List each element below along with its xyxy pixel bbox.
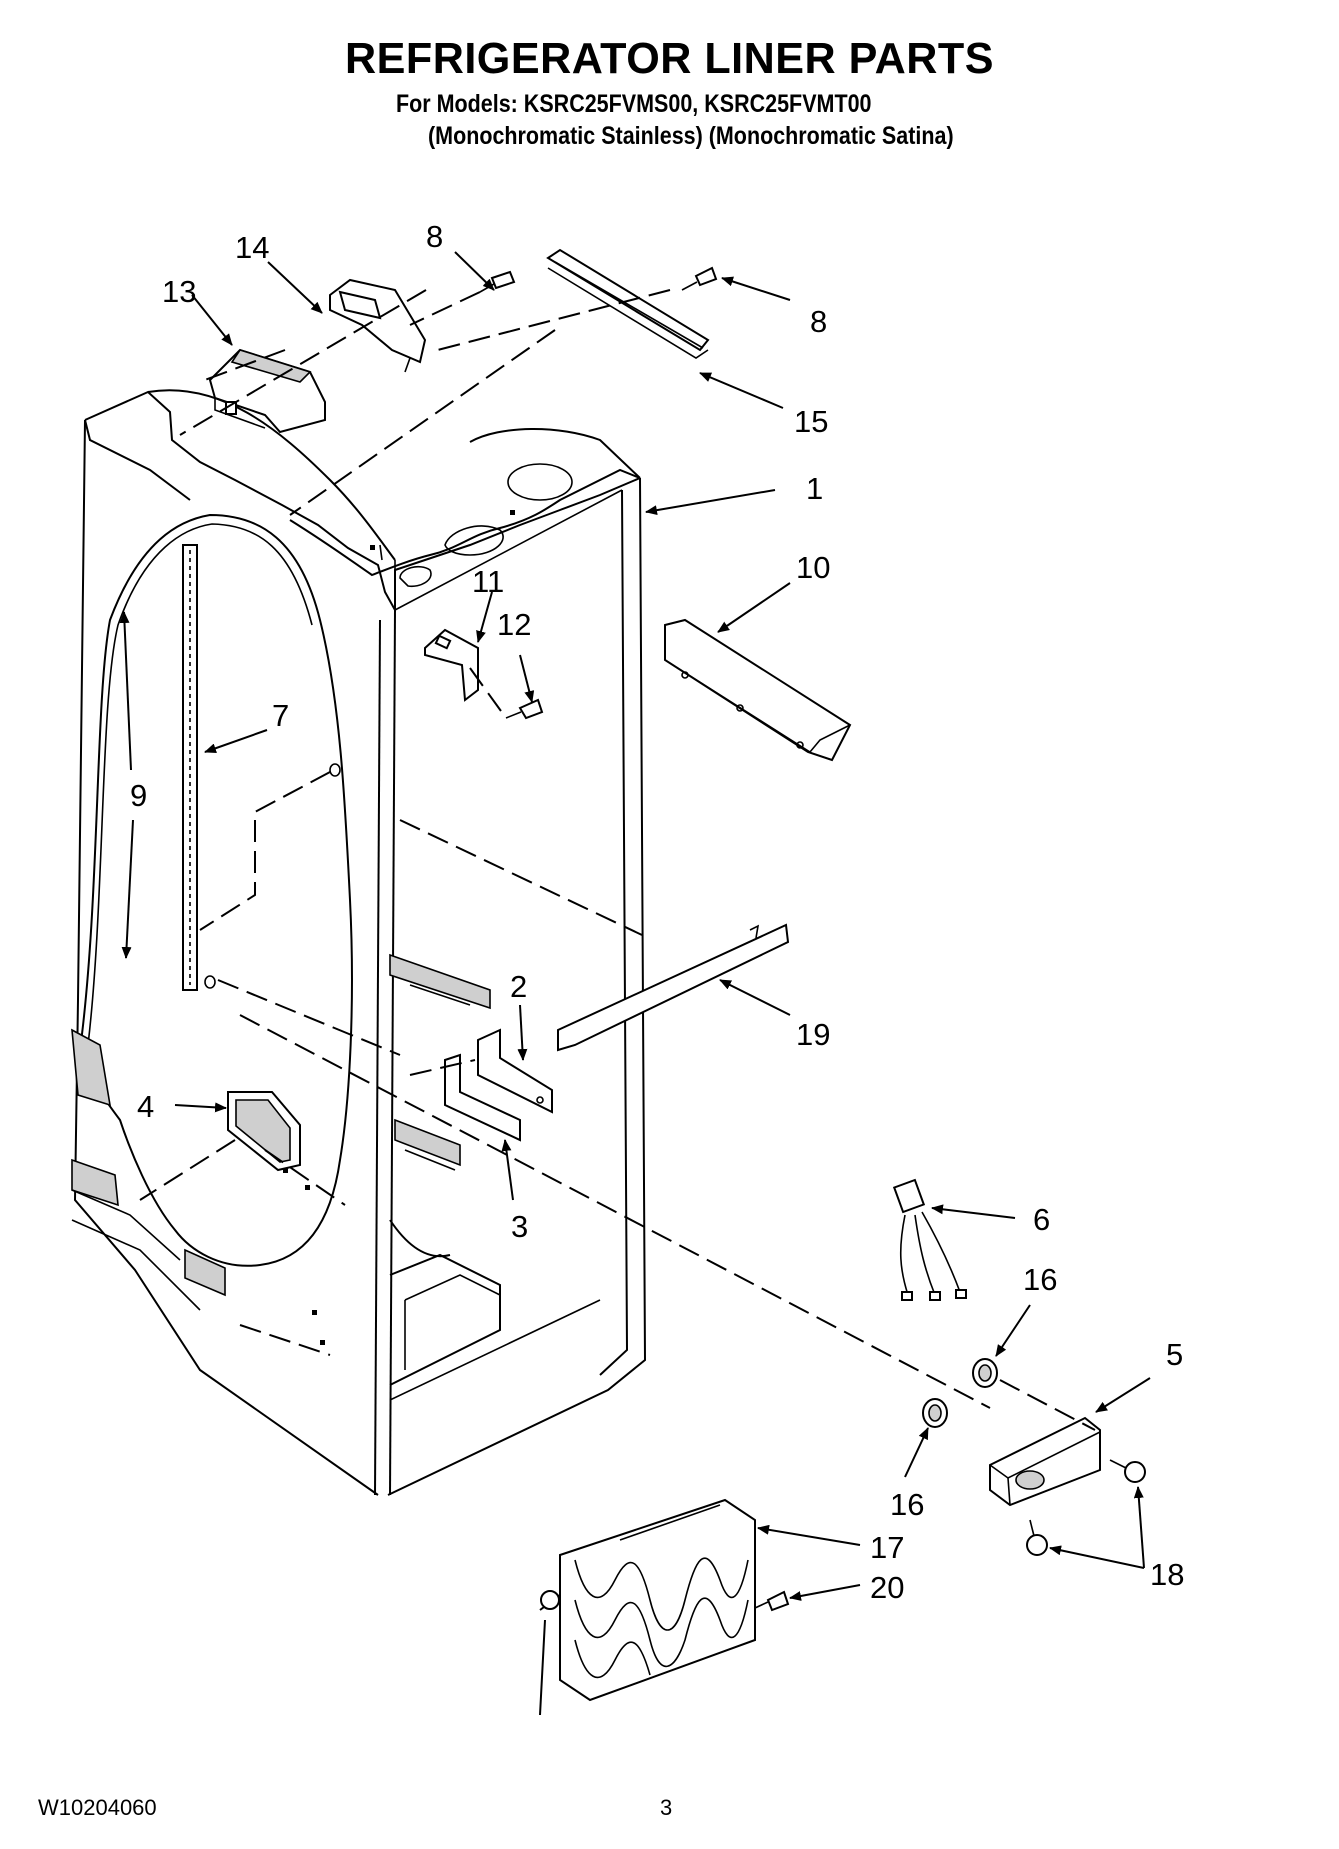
callout-2: 2 — [510, 969, 527, 1004]
callout-10: 10 — [796, 550, 830, 585]
part-18-screw-a — [1109, 1459, 1146, 1483]
refrigerator-liner — [71, 389, 647, 1496]
callout-20: 20 — [870, 1570, 904, 1605]
part-13-control-housing — [208, 348, 326, 434]
part-17-coil — [539, 1498, 756, 1716]
part-3-bracket — [444, 1053, 521, 1142]
part-2-bracket — [477, 1028, 553, 1114]
part-16-grommet-b — [922, 1398, 948, 1428]
callout-labels: 13 14 8 8 15 1 10 11 12 7 9 19 2 3 4 6 1… — [130, 219, 1184, 1605]
page-number: 3 — [660, 1795, 673, 1820]
callout-5: 5 — [1166, 1337, 1183, 1372]
part-10-shelf-support — [664, 618, 852, 762]
part-5-cover — [989, 1416, 1101, 1507]
callout-14: 14 — [235, 230, 269, 265]
alignment-lines — [139, 289, 1096, 1431]
part-4-light-housing — [227, 1091, 301, 1172]
part-18-screw-b — [1026, 1519, 1048, 1556]
part-14-bracket — [329, 278, 427, 373]
callout-16-top: 16 — [1023, 1262, 1057, 1297]
callout-19: 19 — [796, 1017, 830, 1052]
callout-9: 9 — [130, 778, 147, 813]
callout-8-top: 8 — [426, 219, 443, 254]
callout-3: 3 — [511, 1209, 528, 1244]
callout-8-right: 8 — [810, 304, 827, 339]
callout-17: 17 — [870, 1530, 904, 1565]
leader-arrows — [119, 251, 1151, 1601]
callout-13: 13 — [162, 274, 196, 309]
part-15-top-rail — [546, 248, 710, 359]
callout-15: 15 — [794, 404, 828, 439]
part-8-screw-b — [681, 266, 718, 291]
part-16-grommet-a — [972, 1358, 998, 1388]
part-11-bracket — [424, 628, 479, 702]
callout-6: 6 — [1033, 1202, 1050, 1237]
callout-11: 11 — [472, 564, 504, 599]
model-list: For Models: KSRC25FVMS00, KSRC25FVMT00 — [396, 90, 872, 118]
callout-7: 7 — [272, 698, 289, 733]
callout-1: 1 — [806, 471, 823, 506]
part-20-screw — [754, 1590, 790, 1612]
part-12-screw — [505, 698, 544, 720]
ladder-rail — [182, 544, 198, 991]
part-6-wire-harness — [892, 1178, 967, 1301]
callout-16-bottom: 16 — [890, 1487, 924, 1522]
finish-list: (Monochromatic Stainless) (Monochromatic… — [428, 122, 954, 150]
page-title: REFRIGERATOR LINER PARTS — [344, 34, 995, 83]
callout-12: 12 — [497, 607, 531, 642]
callout-18: 18 — [1150, 1557, 1184, 1592]
callout-4: 4 — [137, 1089, 154, 1124]
document-code: W10204060 — [38, 1795, 157, 1820]
part-19-shelf-rail — [557, 923, 790, 1052]
